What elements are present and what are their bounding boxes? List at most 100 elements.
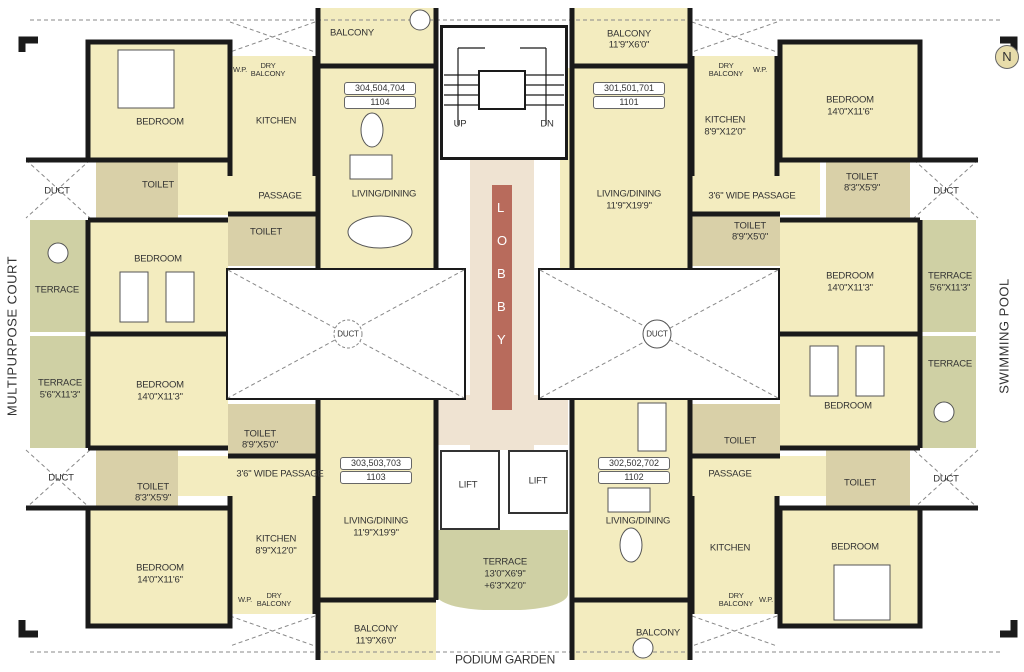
- toilet-1102-1: [826, 450, 910, 508]
- wp-label: W.P.: [752, 65, 768, 74]
- balcony-dims: 11'9"X6'0": [608, 39, 650, 51]
- podium-garden-label: PODIUM GARDEN: [454, 652, 556, 667]
- bedroom-dims: 14'0"X11'6": [827, 106, 873, 118]
- dry-balcony-1104: [230, 56, 315, 86]
- living-1103: [318, 400, 436, 600]
- toilet-label: TOILET: [724, 435, 756, 447]
- terrace-dims: 5'6"X11'3": [39, 389, 81, 401]
- passage-1101: [690, 160, 820, 215]
- flat-numbers-tag: 301,501,701: [593, 82, 665, 95]
- lift-label: LIFT: [528, 475, 548, 487]
- passage-label: 3'6" WIDE PASSAGE: [708, 190, 796, 202]
- toilet-1101-1: [826, 160, 910, 218]
- terrace-core: [436, 530, 568, 610]
- toilet-1104-1: [96, 160, 178, 218]
- duct-label: DUCT: [933, 185, 959, 197]
- kitchen-dims: 8'9"X12'0": [255, 545, 297, 557]
- lift-label: LIFT: [458, 479, 478, 491]
- terrace-label: TERRACE: [35, 284, 79, 296]
- kitchen-dims: 8'9"X12'0": [704, 126, 746, 138]
- toilet-dims: 8'3"X5'9": [843, 182, 881, 194]
- toilet-1104-2: [228, 214, 316, 266]
- dry-balcony-label: DRY BALCONY: [708, 61, 744, 78]
- bedroom-1103-master: [88, 508, 230, 626]
- terrace-1103: [30, 336, 88, 448]
- lift-2: [508, 450, 568, 514]
- bedroom-dims: 14'0"X11'3": [137, 391, 183, 403]
- unit-number-tag: 1104: [344, 96, 416, 109]
- duct-label: DUCT: [337, 329, 359, 339]
- multipurpose-court-label: MULTIPURPOSE COURT: [4, 255, 20, 417]
- toilet-1103-1: [96, 450, 178, 508]
- duct-label: DUCT: [933, 473, 959, 485]
- duct-court-left: [226, 268, 466, 400]
- stair-down-label: DN: [540, 118, 554, 130]
- terrace-label: TERRACE: [483, 556, 527, 568]
- bedroom-label: BEDROOM: [826, 94, 874, 106]
- dry-balcony-1102: [692, 586, 777, 614]
- duct-label: DUCT: [44, 185, 70, 197]
- toilet-label: TOILET: [250, 226, 282, 238]
- kitchen-label: KITCHEN: [704, 114, 746, 126]
- unit-number-tag: 1103: [340, 471, 412, 484]
- living-dining-label: LIVING/DINING: [605, 515, 671, 527]
- living-dining-dims: 11'9"X19'9": [606, 200, 652, 212]
- duct-label: DUCT: [48, 472, 74, 484]
- balcony-label: BALCONY: [329, 27, 375, 39]
- terrace-1102: [920, 336, 976, 448]
- passage-label: 3'6" WIDE PASSAGE: [236, 468, 324, 480]
- north-compass-icon: N: [995, 45, 1019, 69]
- bedroom-label: BEDROOM: [136, 562, 184, 574]
- passage-1102: [690, 456, 830, 496]
- wp-label: W.P.: [237, 595, 253, 604]
- toilet-1102-2: [692, 404, 780, 456]
- toilet-label: TOILET: [844, 477, 876, 489]
- unit-number-tag: 1101: [593, 96, 665, 109]
- bedroom-label: BEDROOM: [134, 253, 182, 265]
- bedroom-label: BEDROOM: [831, 541, 879, 553]
- dry-balcony-label: DRY BALCONY: [256, 591, 292, 608]
- living-dining-label: LIVING/DINING: [596, 188, 662, 200]
- balcony-label: BALCONY: [353, 623, 399, 635]
- balcony-1102: [572, 602, 688, 660]
- bedroom-1102-2: [780, 336, 920, 448]
- lobby-strip: [492, 185, 512, 410]
- bedroom-1101-2: [780, 220, 920, 332]
- kitchen-1102: [692, 496, 777, 586]
- passage-1103: [178, 456, 318, 496]
- toilet-label: TOILET: [142, 179, 174, 191]
- kitchen-label: KITCHEN: [255, 115, 297, 127]
- dry-balcony-label: DRY BALCONY: [718, 591, 754, 608]
- terrace-label: TERRACE: [928, 358, 972, 370]
- toilet-1101-2: [692, 214, 780, 266]
- terrace-label: TERRACE: [928, 270, 972, 282]
- bedroom-dims: 14'0"X11'6": [137, 574, 183, 586]
- living-dining-label: LIVING/DINING: [343, 515, 409, 527]
- kitchen-label: KITCHEN: [255, 533, 297, 545]
- bedroom-1104-kids: [88, 220, 228, 332]
- swimming-pool-label: SWIMMING POOL: [996, 278, 1012, 394]
- kitchen-label: KITCHEN: [709, 542, 751, 554]
- terrace-dims: +6'3"X2'0": [484, 580, 526, 592]
- toilet-dims: 8'3"X5'9": [134, 492, 172, 504]
- lift-1: [440, 450, 500, 530]
- bedroom-dims: 14'0"X11'3": [827, 282, 873, 294]
- bedroom-label: BEDROOM: [136, 379, 184, 391]
- bedroom-label: BEDROOM: [136, 116, 184, 128]
- flat-numbers-tag: 304,504,704: [344, 82, 416, 95]
- balcony-dims: 11'9"X6'0": [355, 635, 397, 647]
- terrace-label: TERRACE: [38, 377, 82, 389]
- toilet-label: TOILET: [734, 220, 766, 232]
- bedroom-label: BEDROOM: [824, 400, 872, 412]
- living-dining-label: LIVING/DINING: [351, 188, 417, 200]
- duct-label: DUCT: [646, 329, 668, 339]
- dry-balcony-label: DRY BALCONY: [250, 61, 286, 78]
- balcony-1101: [572, 8, 688, 66]
- passage-label: PASSAGE: [708, 468, 752, 480]
- living-dining-dims: 11'9"X19'9": [353, 527, 399, 539]
- passage-1104: [160, 160, 318, 215]
- unit-number-tag: 1102: [598, 471, 670, 484]
- bedroom-label: BEDROOM: [826, 270, 874, 282]
- terrace-dims: 13'0"X6'9": [484, 568, 526, 580]
